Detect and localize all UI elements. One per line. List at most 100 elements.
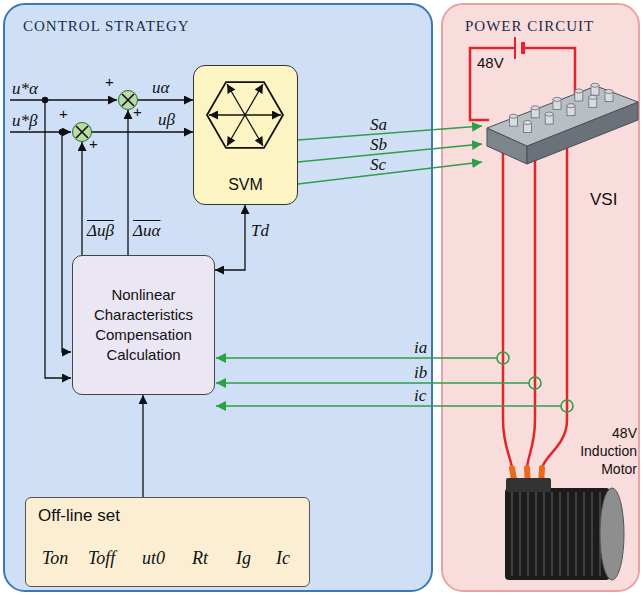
hexagon-symbol [207, 82, 283, 148]
power-circuit-panel: POWER CIRCUIT VSI 48V Induction Motor [441, 3, 640, 592]
signal-name: u*α [12, 79, 38, 98]
motor-picture [551, 492, 553, 576]
unit-name: 48V Induction Motor [580, 425, 637, 477]
inverter-board [575, 91, 583, 101]
label-holder: Sa [370, 116, 387, 133]
signal-name: Sc [370, 155, 386, 174]
gate-signal-arrow [298, 126, 482, 140]
label-holder: 48V [477, 55, 504, 71]
text-holder: POWER CIRCUIT [465, 17, 594, 35]
label-holder: Sc [370, 156, 386, 173]
panel-heading: CONTROL STRATEGY [23, 18, 190, 34]
junction-cross [76, 126, 88, 138]
summing-junction: ++ [118, 90, 138, 110]
phase-wire [502, 148, 505, 215]
motor-picture [512, 492, 600, 576]
motor-picture [591, 492, 593, 576]
reference-wire [42, 97, 47, 102]
compensation-block: Nonlinear Characteristics Compensation C… [72, 255, 215, 395]
label-holder: ic [414, 387, 426, 404]
inverter-board [589, 95, 597, 99]
text-holder: 48V Induction Motor [569, 424, 637, 478]
hexagon-symbol [227, 115, 245, 146]
inverter-unit: VSI [482, 80, 638, 215]
inverter-board [531, 108, 539, 118]
inverter-board [591, 85, 599, 95]
plus-sign: + [89, 135, 98, 152]
hexagon-symbol [245, 84, 263, 115]
signal-name: uα [152, 78, 169, 97]
text-holder: Rt [192, 548, 208, 569]
signal-name: ia [414, 338, 427, 357]
current-sensor [497, 352, 573, 412]
phase-wire [534, 215, 537, 420]
inverter-board [567, 104, 575, 108]
text-holder: + [133, 103, 142, 121]
label-holder: u*α [12, 80, 38, 97]
inverter-board [509, 114, 517, 118]
phase-wire [566, 215, 569, 420]
label-holder: Td [251, 222, 269, 239]
inverter-board [531, 106, 539, 110]
signal-arrow [142, 395, 143, 497]
control-strategy-panel: CONTROL STRATEGY++++SVMNonlinear Charact… [3, 3, 433, 592]
motor-picture [599, 492, 601, 576]
text-holder: Off-line set [38, 506, 120, 526]
motor-picture [575, 492, 577, 576]
battery-symbol [470, 37, 575, 120]
block-name: Nonlinear Characteristics Compensation C… [94, 286, 193, 364]
signal-arrow [81, 142, 82, 255]
plus-sign: + [59, 105, 68, 122]
unit-name: VSI [590, 190, 617, 209]
motor-picture [543, 492, 545, 576]
phase-wire [534, 150, 537, 215]
inverter-board [575, 89, 583, 93]
text-holder: VSI [590, 190, 617, 210]
current-sensor [561, 400, 573, 412]
text-holder: + [105, 73, 114, 91]
motor-picture [542, 420, 567, 468]
hexagon-symbol [245, 115, 263, 146]
signal-arrow [127, 110, 128, 255]
motor-picture [511, 492, 513, 576]
battery-symbol [523, 48, 575, 99]
motor-picture [600, 488, 624, 580]
current-sensor-wire [216, 357, 497, 359]
label-holder: uβ [158, 111, 175, 128]
text-holder: Ic [276, 548, 290, 569]
parameter-name: Rt [192, 548, 208, 568]
label-holder: ia [414, 339, 427, 356]
parameter-name: Toff [88, 548, 115, 568]
motor-picture [519, 492, 521, 576]
text-holder: ut0 [142, 548, 165, 569]
plus-sign: + [133, 103, 142, 120]
offline-parameter-box: Off-line setTonToffut0RtIgIc [25, 497, 310, 587]
signal-arrow [215, 205, 245, 270]
inverter-board [545, 114, 553, 124]
hexagon-symbol [209, 114, 245, 115]
motor-picture [503, 420, 512, 468]
inverter-board [487, 83, 638, 164]
battery-symbol [514, 37, 516, 59]
signal-name: uβ [158, 110, 175, 129]
panel-heading: POWER CIRCUIT [465, 18, 594, 34]
current-sensor-wire [216, 358, 561, 406]
motor-picture [527, 468, 528, 485]
signal-name: Sa [370, 115, 387, 134]
text-holder: CONTROL STRATEGY [23, 17, 190, 35]
signal-arrow [138, 99, 193, 100]
parameter-name: ut0 [142, 548, 165, 568]
phase-wire [502, 215, 505, 420]
inverter-board [509, 116, 517, 126]
motor-picture [506, 478, 551, 492]
parameter-name: Ig [236, 548, 251, 568]
phase-wire [566, 140, 569, 215]
inverter-board [487, 86, 638, 146]
junction-cross [76, 126, 88, 138]
signal-name: Δuβ [87, 221, 114, 240]
